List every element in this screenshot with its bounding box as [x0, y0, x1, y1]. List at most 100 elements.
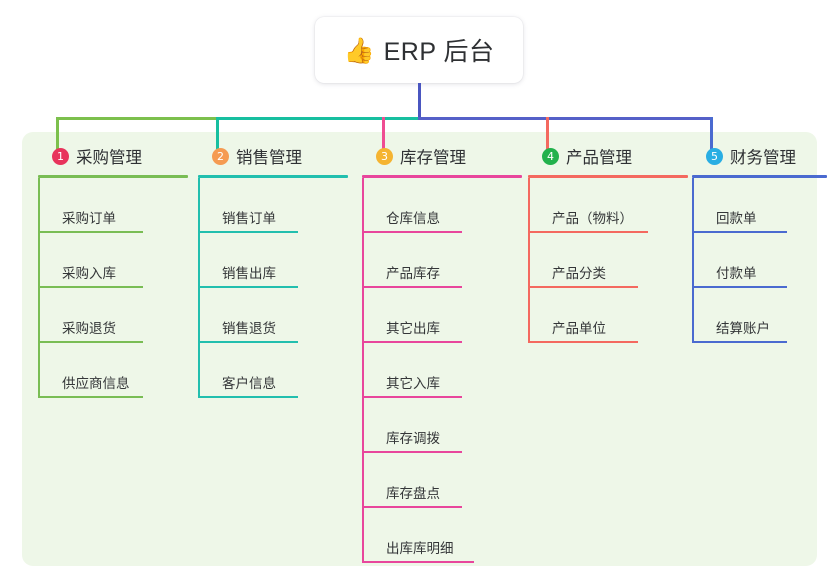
leaf-underline	[38, 341, 143, 343]
leaf-label: 产品单位	[552, 320, 606, 336]
leaf-underline	[198, 341, 298, 343]
leaf-spine	[692, 178, 694, 343]
bus-segment-teal	[216, 117, 420, 120]
leaf-list: 采购订单采购入库采购退货供应商信息	[38, 178, 188, 398]
leaf-item[interactable]: 其它入库	[362, 343, 522, 398]
leaf-label: 产品（物料）	[552, 210, 633, 226]
leaf-item[interactable]: 库存盘点	[362, 453, 522, 508]
leaf-item[interactable]: 采购退货	[38, 288, 188, 343]
leaf-item[interactable]: 付款单	[692, 233, 827, 288]
branch-stub-1	[56, 117, 59, 150]
branch-stub-3	[382, 117, 385, 150]
root-node[interactable]: 👍 ERP 后台	[315, 17, 523, 83]
leaf-label: 采购订单	[62, 210, 116, 226]
leaf-label: 仓库信息	[386, 210, 440, 226]
leaf-item[interactable]: 供应商信息	[38, 343, 188, 398]
leaf-item[interactable]: 回款单	[692, 178, 827, 233]
leaf-item[interactable]: 其它出库	[362, 288, 522, 343]
bus-segment-green	[56, 117, 218, 120]
bus-segment-blue	[418, 117, 713, 120]
diagram-panel	[22, 132, 817, 566]
leaf-item[interactable]: 产品单位	[528, 288, 688, 343]
branch-header-5[interactable]: 5 财务管理	[692, 144, 827, 168]
leaf-item[interactable]: 产品库存	[362, 233, 522, 288]
leaf-label: 出库库明细	[386, 540, 454, 556]
leaf-item[interactable]: 销售出库	[198, 233, 348, 288]
branch-column-3: 3 库存管理仓库信息产品库存其它出库其它入库库存调拨库存盘点出库库明细	[362, 144, 522, 563]
branch-header-1[interactable]: 1 采购管理	[38, 144, 188, 168]
leaf-underline	[692, 231, 787, 233]
leaf-underline	[38, 396, 143, 398]
leaf-item[interactable]: 库存调拨	[362, 398, 522, 453]
leaf-item[interactable]: 销售订单	[198, 178, 348, 233]
branch-number-badge: 3	[376, 147, 393, 165]
branch-number-badge: 1	[52, 147, 69, 165]
branch-column-1: 1 采购管理采购订单采购入库采购退货供应商信息	[38, 144, 188, 398]
leaf-item[interactable]: 结算账户	[692, 288, 827, 343]
leaf-underline	[362, 561, 474, 563]
leaf-label: 产品分类	[552, 265, 606, 281]
leaf-label: 付款单	[716, 265, 757, 281]
leaf-underline	[362, 506, 462, 508]
leaf-underline	[528, 341, 638, 343]
branch-underline	[528, 175, 688, 178]
leaf-label: 销售订单	[222, 210, 276, 226]
leaf-underline	[362, 341, 462, 343]
leaf-label: 结算账户	[716, 320, 770, 336]
leaf-item[interactable]: 客户信息	[198, 343, 348, 398]
leaf-underline	[198, 231, 298, 233]
leaf-item[interactable]: 产品分类	[528, 233, 688, 288]
leaf-label: 其它出库	[386, 320, 440, 336]
branch-header-2[interactable]: 2 销售管理	[198, 144, 348, 168]
leaf-label: 供应商信息	[62, 375, 130, 391]
leaf-underline	[362, 451, 462, 453]
leaf-label: 采购入库	[62, 265, 116, 281]
leaf-item[interactable]: 采购订单	[38, 178, 188, 233]
leaf-item[interactable]: 销售退货	[198, 288, 348, 343]
leaf-label: 回款单	[716, 210, 757, 226]
branch-column-2: 2 销售管理销售订单销售出库销售退货客户信息	[198, 144, 348, 398]
leaf-list: 仓库信息产品库存其它出库其它入库库存调拨库存盘点出库库明细	[362, 178, 522, 563]
branch-column-5: 5 财务管理回款单付款单结算账户	[692, 144, 827, 343]
branch-title: 库存管理	[400, 149, 466, 167]
leaf-spine	[198, 178, 200, 398]
branch-header-3[interactable]: 3 库存管理	[362, 144, 522, 168]
branch-stub-4	[546, 117, 549, 150]
branch-title: 财务管理	[730, 149, 796, 167]
leaf-spine	[362, 178, 364, 563]
leaf-label: 库存调拨	[386, 430, 440, 446]
leaf-label: 销售退货	[222, 320, 276, 336]
leaf-label: 客户信息	[222, 375, 276, 391]
branch-number-badge: 2	[212, 147, 229, 165]
branch-title: 产品管理	[566, 149, 632, 167]
leaf-item[interactable]: 仓库信息	[362, 178, 522, 233]
leaf-underline	[38, 231, 143, 233]
leaf-underline	[38, 286, 143, 288]
leaf-list: 产品（物料） 产品分类产品单位	[528, 178, 688, 343]
leaf-item[interactable]: 采购入库	[38, 233, 188, 288]
leaf-spine	[528, 178, 530, 343]
leaf-underline	[692, 286, 787, 288]
branch-number-badge: 5	[706, 147, 723, 165]
leaf-underline	[692, 341, 787, 343]
leaf-item[interactable]: 出库库明细	[362, 508, 522, 563]
leaf-list: 回款单付款单结算账户	[692, 178, 827, 343]
leaf-underline	[362, 396, 462, 398]
leaf-item[interactable]: 产品（物料）	[528, 178, 688, 233]
leaf-underline	[362, 286, 462, 288]
branch-title: 销售管理	[236, 149, 302, 167]
leaf-list: 销售订单销售出库销售退货客户信息	[198, 178, 348, 398]
branch-underline	[362, 175, 522, 178]
root-node-title: ERP 后台	[383, 38, 495, 66]
leaf-underline	[528, 286, 638, 288]
branch-underline	[38, 175, 188, 178]
leaf-label: 其它入库	[386, 375, 440, 391]
branch-title: 采购管理	[76, 149, 142, 167]
root-stem-connector	[418, 83, 421, 120]
branch-stub-5	[710, 117, 713, 150]
leaf-spine	[38, 178, 40, 398]
branch-underline	[198, 175, 348, 178]
